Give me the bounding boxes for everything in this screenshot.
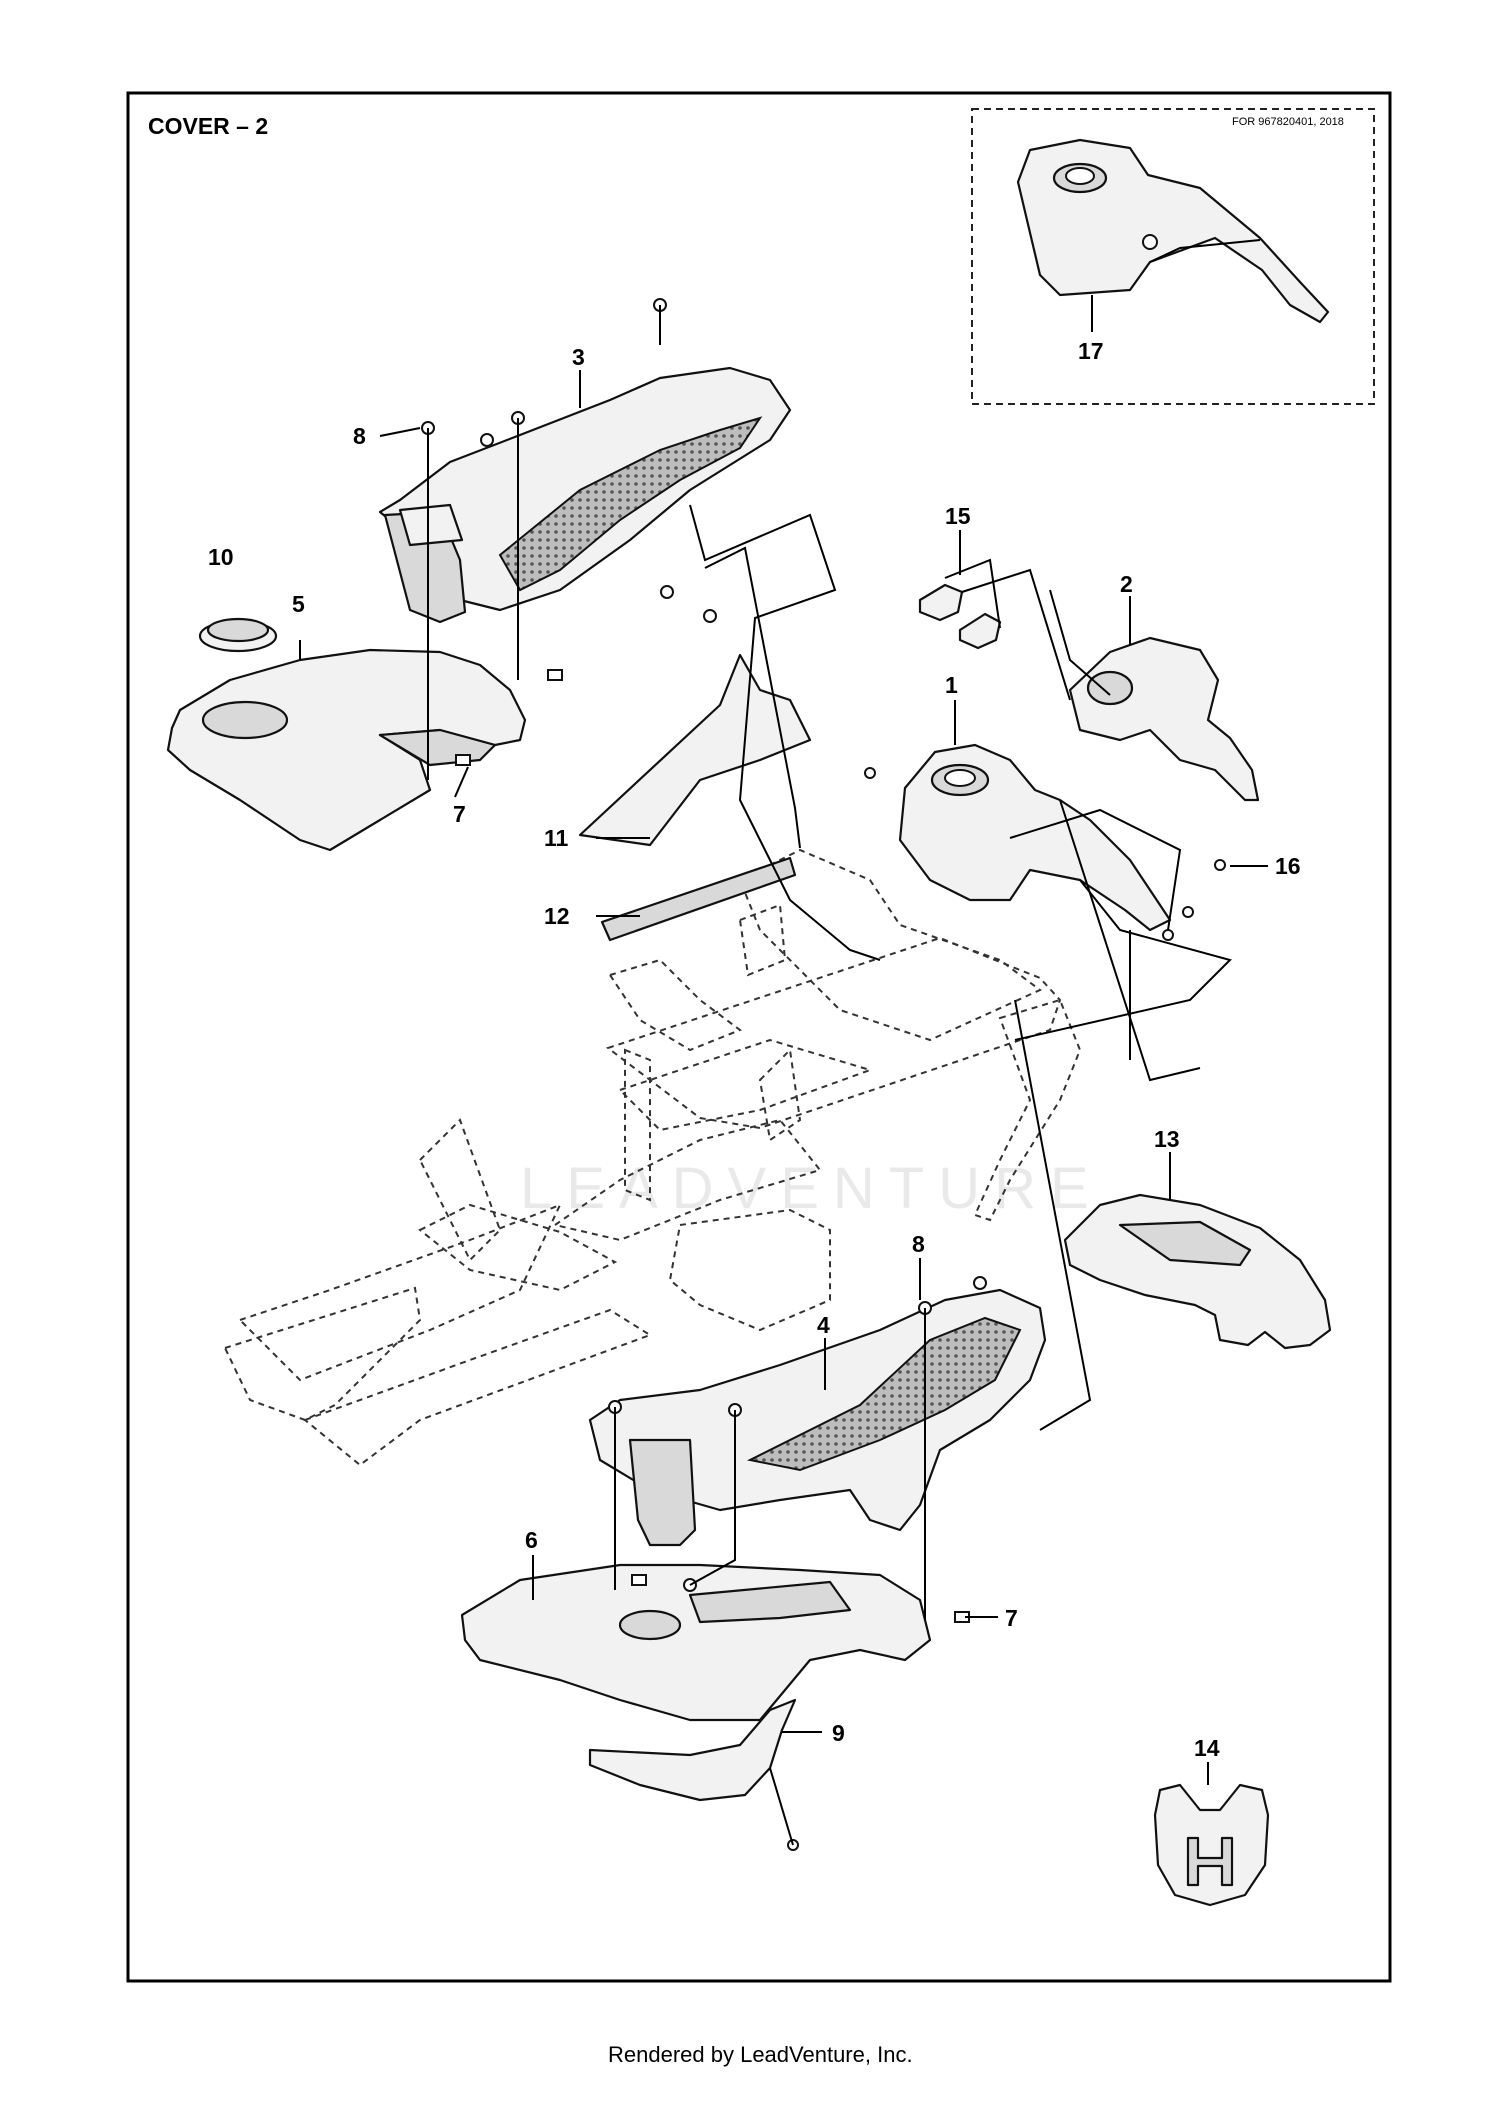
footer-credit: Rendered by LeadVenture, Inc.: [608, 2042, 913, 2067]
inset-box: FOR 967820401, 2018 17: [971, 108, 1375, 405]
callout-7a: 7: [453, 801, 466, 827]
part-4-footboard: [588, 1288, 1047, 1547]
part-13-fender: [1063, 1193, 1332, 1350]
part-5-rear-cover: [166, 648, 527, 852]
part-2-dash-panel: [1068, 636, 1260, 802]
callout-16: 16: [1275, 853, 1301, 879]
part-1-fuel-tank: [898, 743, 1172, 932]
part-11-plate: [578, 653, 812, 847]
callout-8a: 8: [353, 423, 366, 449]
part-3-upper-cover: [378, 366, 792, 624]
callout-1: 1: [945, 672, 958, 698]
watermark: LEADVENTURE: [520, 1156, 1103, 1221]
callout-9: 9: [832, 1720, 845, 1746]
callout-6: 6: [525, 1527, 538, 1553]
callout-14: 14: [1194, 1735, 1220, 1761]
inset-note: FOR 967820401, 2018: [1232, 116, 1344, 128]
callout-7b: 7: [1005, 1605, 1018, 1631]
part-12-strip: [600, 856, 797, 942]
callout-leaders: [299, 370, 1268, 1785]
diagram-title: COVER – 2: [148, 113, 268, 139]
callout-2: 2: [1120, 571, 1133, 597]
callout-5: 5: [292, 591, 305, 617]
part-14-logo: [1153, 1783, 1270, 1907]
callout-13: 13: [1154, 1126, 1180, 1152]
callout-11: 11: [544, 825, 569, 851]
diagram-frame: [126, 91, 1392, 1983]
callouts: 1 2 3 4 5 6 7 7 8 8 9 10 11 12 13 14 15 …: [208, 344, 1301, 1761]
callout-10: 10: [208, 544, 234, 570]
part-17-fuel-tank-cover: [1016, 138, 1330, 332]
callout-17: 17: [1078, 338, 1104, 364]
callout-3: 3: [572, 344, 585, 370]
part-10-cup-holder: [198, 617, 278, 653]
callout-12: 12: [544, 903, 570, 929]
callout-8b: 8: [912, 1231, 925, 1257]
part-6-front-cover: [460, 1563, 932, 1722]
part-9-skirt: [588, 1698, 797, 1802]
callout-15: 15: [945, 503, 971, 529]
chassis-frame-outline: [223, 848, 1082, 1467]
callout-4: 4: [817, 1312, 830, 1338]
part-15-bulbs: [918, 583, 1002, 650]
